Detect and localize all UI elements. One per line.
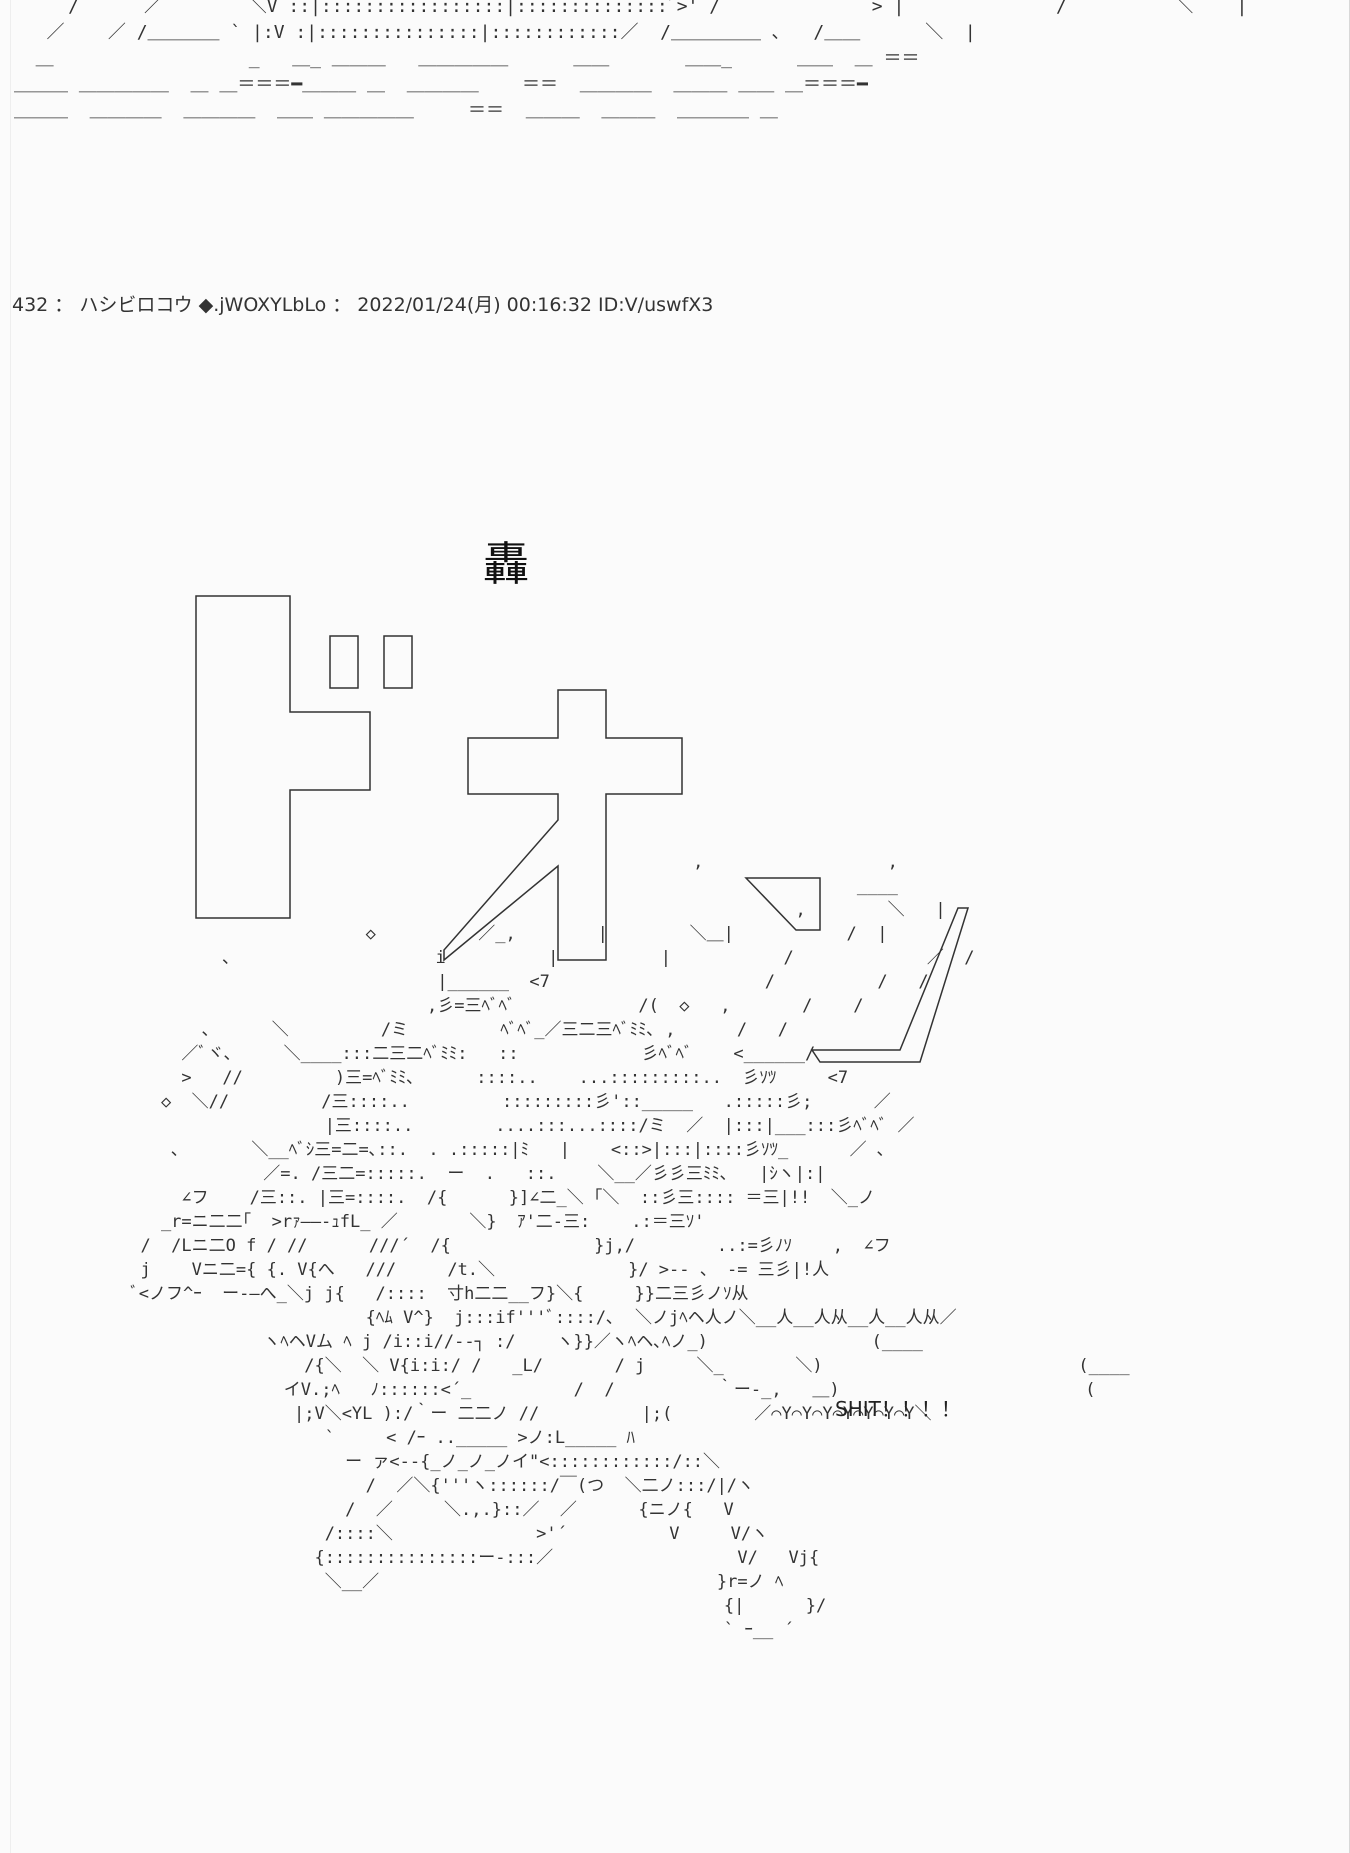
post-header: 432 ： ハシビロコウ ◆.jWOXYLbLo ： 2022/01/24(月)…	[12, 294, 714, 316]
main-ascii-art-text: , , ____ , ＼ |	[130, 852, 1130, 1640]
do-stroke-vertical	[195, 595, 371, 919]
top-ascii-art-text: / ／ ＼V ::|:::::::::::::::::|::::::::::::…	[14, 0, 1248, 121]
o-stroke	[443, 689, 683, 962]
main-ascii-art: , , ____ , ＼ |	[0, 520, 1350, 1700]
o-hook	[744, 877, 821, 931]
right-slash-shape	[810, 907, 970, 1063]
top-ascii-art: / ／ ＼V ::|:::::::::::::::::|::::::::::::…	[14, 0, 1334, 134]
kanji-sound-effect: 轟	[483, 537, 529, 591]
dakuten-box-2	[383, 635, 413, 689]
left-border	[10, 0, 11, 1853]
dakuten-box-1	[329, 635, 359, 689]
shout-speech-bubble-text: SHIT！！！！	[835, 1397, 961, 1421]
